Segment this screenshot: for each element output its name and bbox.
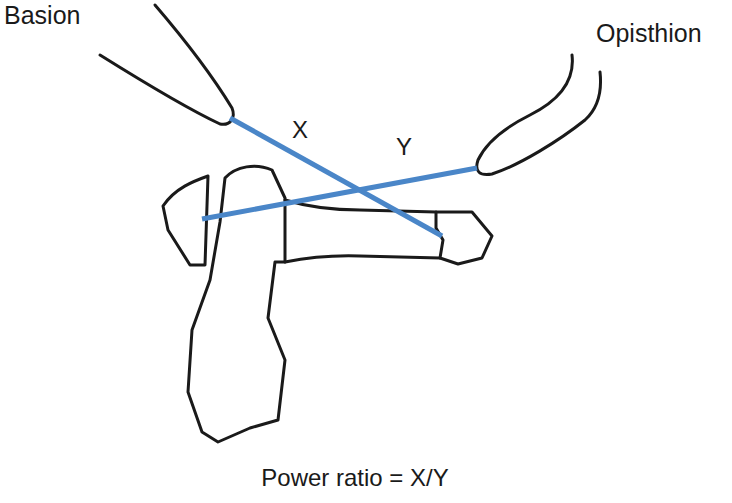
posterior-tubercle [436, 212, 492, 264]
landmark-label: Basion [2, 2, 82, 30]
landmark-label: Opisthion [594, 20, 704, 48]
formula-caption: Power ratio = X/Y [259, 465, 450, 491]
posterior-arch-bottom [285, 256, 440, 262]
basion-outline [100, 5, 233, 124]
opisthion-outline [477, 55, 601, 174]
measure-line-x [230, 118, 442, 236]
measure-label: Y [394, 134, 414, 160]
measure-label: X [290, 117, 310, 143]
anterior-arch [163, 176, 208, 265]
measure-line-y [202, 168, 477, 219]
